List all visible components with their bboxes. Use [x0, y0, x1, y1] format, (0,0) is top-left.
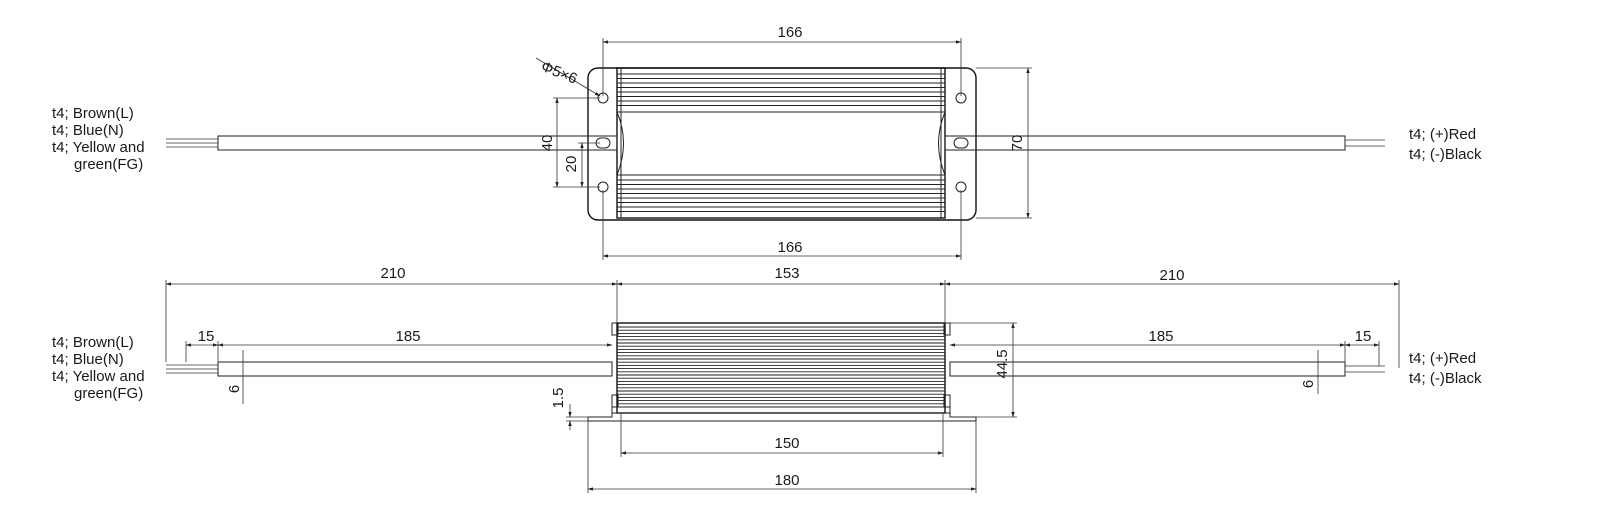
dim-flange-length-text: 180	[774, 472, 799, 489]
dim-mount-20: 20	[563, 142, 600, 188]
dim-top-width-text: 166	[777, 24, 802, 41]
side-input-label-2: t4; Blue(N)	[52, 351, 124, 368]
mount-slot-right	[953, 137, 969, 149]
side-flange	[587, 407, 977, 422]
dim-inner-length: 150	[620, 413, 944, 457]
dim-right-strip: 185 15	[949, 328, 1380, 366]
top-input-label-4: green(FG)	[74, 156, 143, 173]
dim-mount-20-text: 20	[563, 156, 580, 173]
dim-top-width: 166	[602, 24, 962, 96]
hole-callout: Φ5×6	[535, 57, 601, 97]
top-input-labels: t4; Brown(L) t4; Blue(N) t4; Yellow and …	[52, 105, 145, 173]
dim-mount-40: 40	[539, 97, 600, 188]
dim-left-wire-dia-text: 6	[226, 385, 243, 393]
dim-height-70-text: 70	[1009, 135, 1026, 152]
top-output-label-2: t4; (-)Black	[1409, 146, 1482, 163]
side-output-wires	[1345, 365, 1385, 373]
dim-flange-length: 180	[587, 421, 977, 493]
top-input-label-1: t4; Brown(L)	[52, 105, 134, 122]
dim-bottom-width: 166	[602, 190, 962, 260]
dim-side-height: 44.5	[950, 322, 1017, 418]
dim-flange-thickness-text: 1.5	[550, 388, 567, 409]
dim-left-run-text: 185	[395, 328, 420, 345]
dim-left-wire-dia: 6	[226, 350, 244, 404]
dim-body-text: 153	[774, 265, 799, 282]
side-input-label-1: t4; Brown(L)	[52, 334, 134, 351]
top-input-wires	[166, 138, 218, 148]
side-input-cable	[217, 361, 613, 377]
top-output-cable	[944, 135, 1346, 151]
top-fins-lower	[617, 179, 945, 212]
top-output-wires	[1345, 139, 1385, 147]
side-input-wires	[166, 364, 218, 374]
dim-flange-thickness: 1.5	[550, 388, 588, 430]
dim-right-wire-dia: 6	[1300, 350, 1319, 394]
side-fins	[617, 326, 945, 408]
hole-callout-text: Φ5×6	[539, 58, 580, 88]
top-view: 166 166 70 40 20	[52, 24, 1482, 260]
top-input-label-3: t4; Yellow and	[52, 139, 145, 156]
side-output-label-1: t4; (+)Red	[1409, 350, 1476, 367]
top-fins-upper	[617, 73, 945, 106]
top-output-labels: t4; (+)Red t4; (-)Black	[1409, 126, 1482, 163]
dim-left-strip: 15 185	[185, 328, 613, 362]
side-view: 210 153 210 15 185 185 15 44.5	[52, 265, 1482, 493]
side-output-label-2: t4; (-)Black	[1409, 370, 1482, 387]
dim-left-cable-text: 210	[380, 265, 405, 282]
dim-overall: 210 153 210	[165, 265, 1400, 368]
dim-right-wire-dia-text: 6	[1300, 380, 1317, 388]
top-input-label-2: t4; Blue(N)	[52, 122, 124, 139]
dim-right-run-text: 185	[1148, 328, 1173, 345]
dim-mount-40-text: 40	[539, 135, 556, 152]
side-output-cable	[949, 361, 1346, 377]
top-body	[616, 67, 946, 219]
dim-bottom-width-text: 166	[777, 239, 802, 256]
dim-side-height-text: 44.5	[994, 349, 1011, 378]
side-input-label-3: t4; Yellow and	[52, 368, 145, 385]
side-input-label-4: green(FG)	[74, 385, 143, 402]
dim-right-cable-text: 210	[1159, 267, 1184, 284]
dim-left-strip-text: 15	[198, 328, 215, 345]
dim-height-70: 70	[976, 67, 1032, 219]
dim-inner-length-text: 150	[774, 435, 799, 452]
top-output-label-1: t4; (+)Red	[1409, 126, 1476, 143]
dim-right-strip-text: 15	[1355, 328, 1372, 345]
top-mount-plate	[587, 67, 977, 221]
side-output-labels: t4; (+)Red t4; (-)Black	[1409, 350, 1482, 387]
side-input-labels: t4; Brown(L) t4; Blue(N) t4; Yellow and …	[52, 334, 145, 402]
